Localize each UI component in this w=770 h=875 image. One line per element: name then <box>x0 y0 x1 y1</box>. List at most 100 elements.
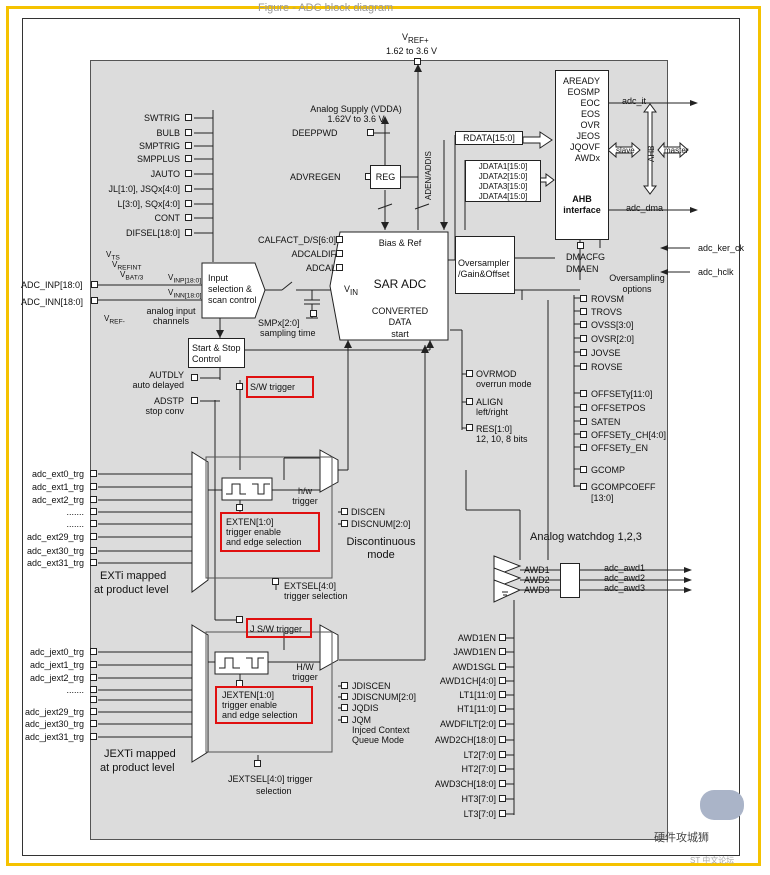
jsw-trigger-highlight <box>246 618 312 638</box>
discnum-label: DISCNUM[2:0] <box>351 519 411 529</box>
ahb-vertical-label: AHB <box>647 145 656 162</box>
adc-inn-label: ADC_INN[18:0] <box>21 297 84 307</box>
jexten-desc1: trigger enable <box>222 700 278 710</box>
watermark-sub: ST 中文论坛 <box>690 856 735 865</box>
ctrl-label: DIFSEL[18:0] <box>125 228 180 238</box>
ahb-signal: EOC <box>580 98 600 108</box>
awd3-label: AWD3 <box>524 585 550 595</box>
slave-label: slave <box>616 146 635 155</box>
highlight-frame <box>6 6 761 866</box>
master-label: master <box>664 146 689 155</box>
vrefint-label: VREFINT <box>112 260 142 272</box>
os-options-l2: options <box>622 284 652 294</box>
deeppwd-pin <box>367 129 374 136</box>
os-reg: JOVSE <box>591 348 621 358</box>
awd-reg: AWDFILT[2:0] <box>439 719 496 729</box>
jexten-label: JEXTEN[1:0] <box>222 690 275 700</box>
align-label: ALIGN <box>476 397 504 407</box>
jqm-label: JQM <box>352 715 371 725</box>
vin-label: VIN <box>344 284 359 297</box>
awd-reg: JAWD1EN <box>453 647 496 657</box>
jext-pin-label: adc_jext0_trg <box>29 647 84 657</box>
awd-reg: HT2[7:0] <box>461 764 496 774</box>
dmacfg-label: DMACFG <box>566 252 605 262</box>
ahb-title: AHB <box>572 194 592 204</box>
ahb-signal: AREADY <box>562 76 600 86</box>
ovrmod-label: OVRMOD <box>476 369 517 379</box>
sar-adc-shape <box>329 231 449 341</box>
jext-pin-label: adc_jext1_trg <box>29 660 84 670</box>
autdly-desc: auto delayed <box>132 380 184 390</box>
jext-pin-label: adc_jext29_trg <box>24 707 84 717</box>
ext-pin-label: adc_ext0_trg <box>31 469 84 479</box>
input-sel-l1: Input <box>208 273 229 283</box>
ext-dots: ....... <box>66 519 84 529</box>
ext-dots: ....... <box>66 507 84 517</box>
jext-pin-label: adc_jext2_trg <box>29 673 84 683</box>
ahb-signal: JEOS <box>576 131 600 141</box>
analog-input-l2: channels <box>152 316 190 326</box>
watchdog-title: Analog watchdog 1,2,3 <box>530 531 642 543</box>
jdata-registers <box>465 160 541 202</box>
jext-pin-label: adc_jext31_trg <box>24 732 84 742</box>
os-reg: ROVSE <box>591 362 623 372</box>
sar-data: DATA <box>388 317 412 327</box>
jdata-label: JDATA1[15:0] <box>478 162 528 171</box>
awd-reg: AWD2CH[18:0] <box>434 735 496 745</box>
ctrl-label: L[3:0], SQx[4:0] <box>117 199 180 209</box>
hw-trigger-l1: h/w <box>297 486 312 496</box>
vts-label: VTS <box>106 250 120 262</box>
adc-awd2-label: adc_awd2 <box>604 573 646 583</box>
offset-reg: OFFSETy_CH[4:0] <box>591 430 667 440</box>
input-sel-l2: selection & <box>208 284 253 294</box>
start-stop-control <box>188 338 245 368</box>
gcompcoeff-label: GCOMPCOEFF <box>591 482 656 492</box>
vref-pin <box>414 58 421 65</box>
bias-ref-label: Bias & Ref <box>378 238 422 248</box>
sar-adc-title: SAR ADC <box>373 277 427 291</box>
jdata-label: JDATA2[15:0] <box>478 172 528 181</box>
sar-converted: CONVERTED <box>371 306 429 316</box>
oversampler-l2: /Gain&Offset <box>458 269 510 279</box>
jqm-desc1: Injced Context <box>352 725 410 735</box>
jextsel-label: JEXTSEL[4:0] trigger <box>228 774 313 784</box>
vbat-label: VBAT/3 <box>120 270 144 282</box>
adc-inp-label: ADC_INP[18:0] <box>21 280 83 290</box>
extsel-desc: trigger selection <box>284 591 348 601</box>
gcompcoeff-bits: [13:0] <box>591 493 614 503</box>
offset-reg: OFFSETPOS <box>591 403 646 413</box>
adc-hclk-label: adc_hclk <box>698 267 734 277</box>
hw-trigger-l2: trigger <box>292 496 318 506</box>
adcal-label: ADCAL <box>305 263 336 273</box>
discontinuous-l2: mode <box>367 549 395 561</box>
awd2-label: AWD2 <box>524 575 550 585</box>
gcomp-label: GCOMP <box>591 465 626 475</box>
adc-awd1-label: adc_awd1 <box>604 563 646 573</box>
exten-desc1: trigger enable <box>226 527 282 537</box>
figure-title-partial: Figure - ADC block diagram <box>258 2 394 14</box>
regulator-box: REG <box>370 165 401 189</box>
jexti-l1: JEXTi mapped <box>104 748 176 760</box>
oversampler-l1: Oversampler <box>458 258 510 268</box>
ctrl-label: CONT <box>154 213 181 223</box>
os-reg: OVSS[3:0] <box>591 320 634 330</box>
ahb-signal: EOS <box>580 109 600 119</box>
adenaddis-label: ADEN/ADDIS <box>424 151 433 200</box>
os-options-l1: Oversampling <box>609 273 665 283</box>
watermark-text: 硬件攻城狮 <box>654 832 709 844</box>
os-reg: ROVSM <box>591 294 625 304</box>
ctrl-label: SWTRIG <box>144 113 180 123</box>
awd-reg: LT3[7:0] <box>463 809 496 819</box>
deeppwd-label: DEEPPWD <box>292 128 338 138</box>
ext-pin-label: adc_ext2_trg <box>31 495 84 505</box>
jdiscnum-label: JDISCNUM[2:0] <box>352 692 417 702</box>
figure-border <box>22 18 740 856</box>
jdiscen-label: JDISCEN <box>352 681 391 691</box>
awd-reg: AWD3CH[18:0] <box>434 779 496 789</box>
vinp-label: VINP[18:0] <box>168 273 202 285</box>
chat-bubble-icon <box>700 790 744 820</box>
ext-pin-label: adc_ext29_trg <box>26 532 84 542</box>
ext-pin-label: adc_ext1_trg <box>31 482 84 492</box>
sampling-time-label: sampling time <box>260 328 316 338</box>
